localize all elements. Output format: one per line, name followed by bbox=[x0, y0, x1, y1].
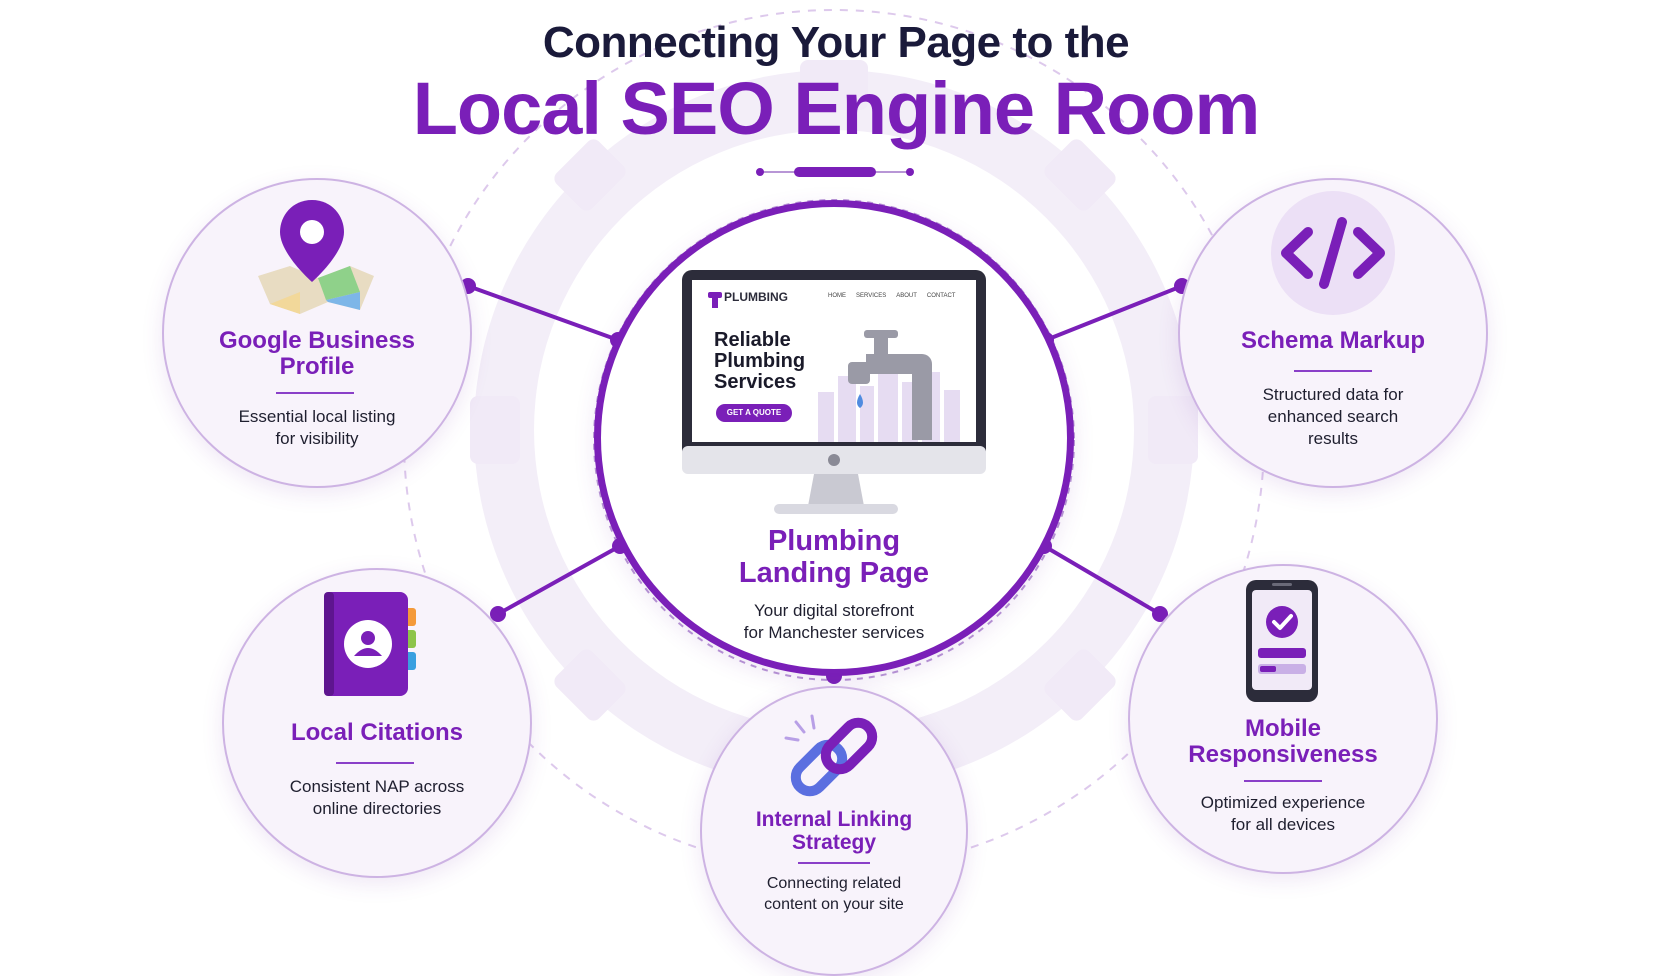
monitor-cta-button[interactable]: GET A QUOTE bbox=[716, 404, 792, 422]
gbp-desc: Essential local listing for visibility bbox=[238, 407, 396, 449]
map-pin-icon bbox=[258, 200, 374, 314]
linking-desc: Connecting related content on your site bbox=[764, 875, 904, 913]
connector-citations bbox=[496, 544, 622, 616]
connector-mobile bbox=[1042, 544, 1162, 616]
address-book-icon bbox=[324, 592, 416, 696]
monitor-nav-contact[interactable]: CONTACT bbox=[926, 293, 956, 299]
center-title: Plumbing Landing Page bbox=[738, 525, 930, 589]
title-line-2: Local SEO Engine Room bbox=[412, 67, 1261, 150]
citations-title: Local Citations bbox=[290, 719, 464, 746]
mobile-desc: Optimized experience for all devices bbox=[1200, 793, 1366, 835]
monitor-headline: Reliable Plumbing Services bbox=[714, 329, 806, 393]
schema-title: Schema Markup bbox=[1240, 327, 1426, 354]
smartphone-check-icon bbox=[1246, 580, 1318, 702]
connector-gbp bbox=[466, 284, 620, 342]
monitor-nav-home[interactable]: HOME bbox=[828, 293, 846, 299]
citations-desc: Consistent NAP across online directories bbox=[289, 777, 465, 819]
connector-schema bbox=[1044, 284, 1184, 342]
monitor-nav-about[interactable]: ABOUT bbox=[896, 293, 917, 299]
schema-desc: Structured data for enhanced search resu… bbox=[1262, 385, 1404, 449]
linking-title: Internal Linking Strategy bbox=[755, 808, 913, 855]
code-icon bbox=[1271, 191, 1395, 315]
link-icon bbox=[784, 714, 878, 797]
title-divider bbox=[756, 167, 914, 177]
monitor-nav-services[interactable]: SERVICES bbox=[856, 293, 887, 299]
center-desc: Your digital storefront for Manchester s… bbox=[743, 601, 925, 643]
monitor-brand: PLUMBING bbox=[724, 290, 788, 304]
monitor-nav: HOME SERVICES ABOUT CONTACT bbox=[828, 293, 955, 299]
title-line-1: Connecting Your Page to the bbox=[542, 18, 1130, 67]
mobile-title: Mobile Responsiveness bbox=[1188, 715, 1378, 769]
gbp-title: Google Business Profile bbox=[218, 327, 416, 381]
